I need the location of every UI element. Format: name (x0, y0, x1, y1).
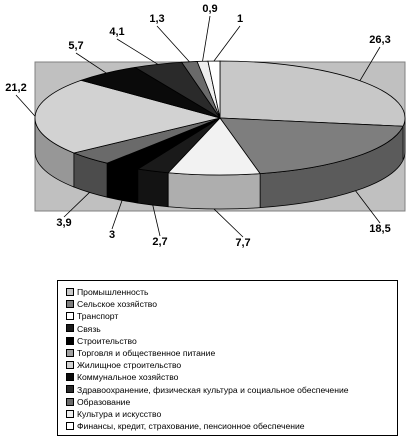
legend-label: Жилищное строительство (77, 360, 182, 371)
pie-slice-1 (219, 117, 404, 175)
legend-item: Здравоохранение, физическая культура и с… (66, 384, 349, 397)
data-label-5: 3,9 (56, 217, 71, 229)
legend-label: Промышленность (77, 287, 149, 297)
legend-swatch (66, 287, 74, 296)
legend-item: Жилищное строительство (66, 359, 181, 372)
legend-swatch (66, 385, 74, 394)
leader-line-5 (63, 192, 90, 218)
legend-item: Культура и искусство (66, 408, 161, 421)
data-label-6: 21,2 (5, 82, 26, 94)
leader-line-10 (202, 15, 211, 62)
leader-line-3 (152, 205, 161, 237)
pie-side-3 (137, 168, 169, 208)
legend-label: Здравоохранение, физическая культура и с… (77, 384, 349, 395)
pie-slice-2 (167, 117, 261, 176)
legend-label: Сельское хозяйство (77, 299, 158, 310)
pie-slice-0 (219, 60, 406, 127)
leader-line-6 (15, 94, 36, 117)
legend-swatch (66, 324, 74, 333)
legend-swatch (66, 397, 74, 406)
legend-item: Транспорт (66, 310, 118, 323)
data-label-10: 0,9 (202, 3, 217, 15)
legend-item: Финансы, кредит, страхование, пенсионное… (66, 420, 305, 433)
legend-swatch (66, 409, 74, 418)
legend-label: Транспорт (77, 311, 119, 322)
legend-label: Коммунальное хозяйство (77, 372, 179, 383)
data-label-1: 18,5 (369, 223, 390, 235)
leader-line-4 (111, 200, 123, 230)
legend-swatch (66, 373, 74, 382)
legend-item: Коммунальное хозяйство (66, 371, 178, 384)
legend-item: Строительство (66, 335, 137, 348)
pie-side-4 (106, 162, 139, 204)
leader-line-7 (75, 52, 107, 74)
data-label-9: 1,3 (149, 13, 164, 25)
data-label-11: 1 (237, 13, 243, 25)
data-label-4: 3 (109, 229, 115, 241)
data-label-7: 5,7 (68, 40, 83, 52)
legend-swatch (66, 312, 74, 321)
pie-slice-6 (34, 79, 221, 154)
legend-item: Связь (66, 323, 101, 336)
legend-label: Строительство (77, 335, 137, 346)
legend-item: Образование (66, 396, 130, 409)
leader-line-1 (355, 190, 381, 224)
legend-swatch (66, 348, 74, 357)
data-label-3: 2,7 (152, 236, 167, 248)
leader-line-11 (213, 25, 241, 62)
legend-swatch (66, 336, 74, 345)
pie-side-2 (167, 172, 261, 210)
legend-swatch (66, 360, 74, 369)
data-label-8: 4,1 (109, 26, 124, 38)
leader-line-8 (116, 38, 159, 65)
legend-label: Торговля и общественное питание (77, 348, 216, 358)
leader-line-2 (213, 208, 244, 238)
legend-item: Промышленность (66, 286, 149, 299)
leader-line-0 (359, 46, 381, 81)
data-label-0: 26,3 (369, 34, 390, 46)
legend-label: Связь (77, 323, 101, 334)
legend-item: Сельское хозяйство (66, 298, 157, 311)
leader-line-9 (156, 25, 190, 63)
legend-label: Финансы, кредит, страхование, пенсионное… (77, 421, 305, 432)
legend-label: Образование (77, 396, 131, 407)
legend-item: Торговля и общественное питание (66, 347, 215, 360)
data-label-2: 7,7 (235, 237, 250, 249)
legend-swatch (66, 299, 74, 308)
legend-swatch (66, 421, 74, 430)
pie-slice-11 (207, 60, 221, 119)
legend-label: Культура и искусство (77, 409, 162, 419)
